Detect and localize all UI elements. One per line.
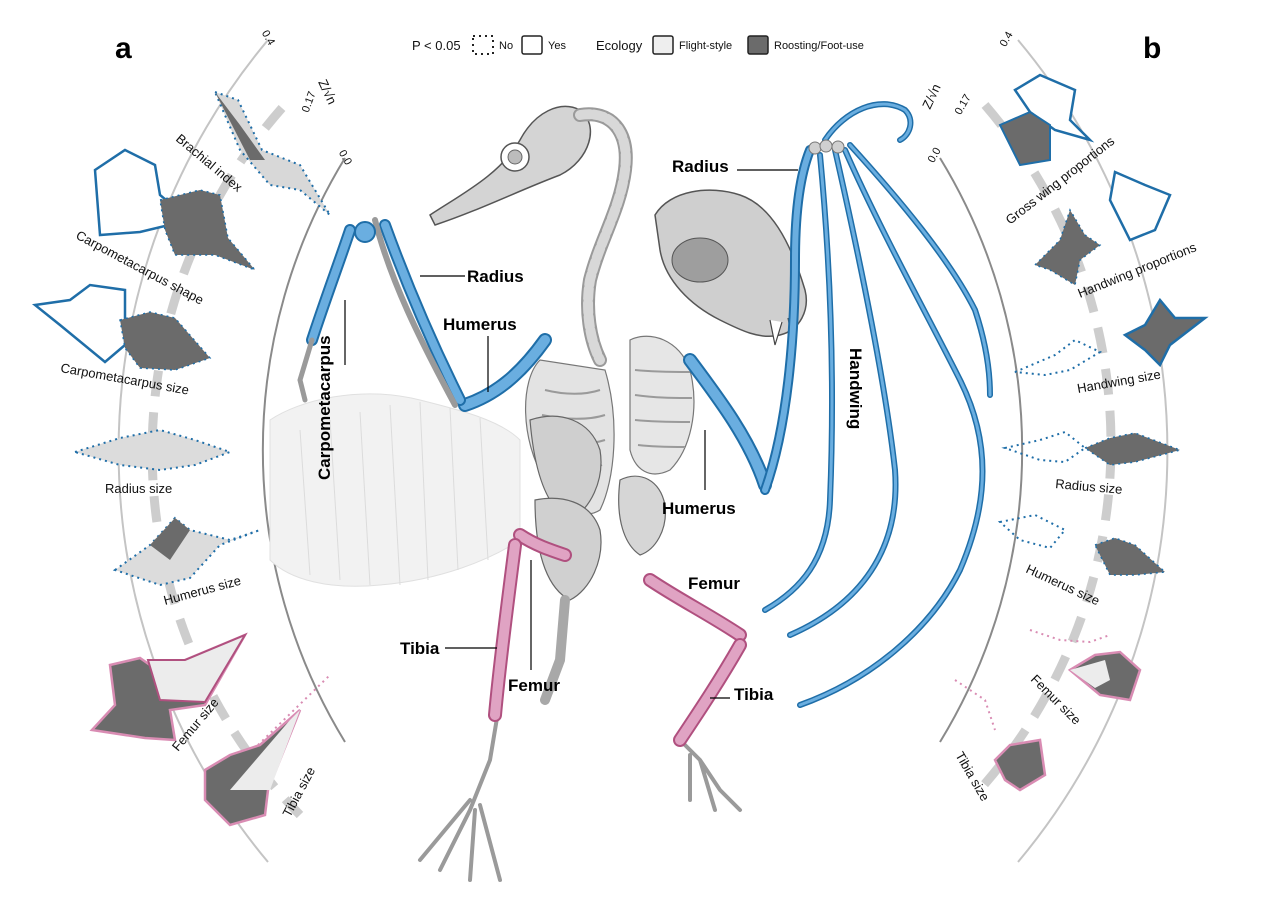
bat-trait-handwing-size: Handwing size — [1076, 367, 1162, 396]
bird-label-humerus: Humerus — [443, 315, 517, 334]
legend-ecology: Ecology — [596, 38, 643, 53]
stat-label-right: Z/√n — [919, 81, 944, 111]
legend-roost: Roosting/Foot-use — [774, 40, 864, 52]
legend-no-swatch — [472, 35, 494, 55]
bat-handwing-bones — [762, 142, 993, 708]
tick-mid-right: 0.17 — [953, 92, 974, 117]
legend-no: No — [499, 40, 513, 52]
bird-label-tibia: Tibia — [400, 639, 440, 658]
bird-label-radius: Radius — [467, 267, 524, 286]
bird-violins — [31, 90, 331, 827]
bat-violins — [954, 73, 1209, 792]
bird-trait-brachial-index: Brachial index — [173, 131, 246, 195]
bat-label-femur: Femur — [688, 574, 740, 593]
legend-yes: Yes — [548, 40, 566, 52]
tick-outer-left: 0.4 — [259, 28, 277, 47]
legend-flight-swatch — [652, 35, 674, 55]
bird-trait-radius-size: Radius size — [105, 481, 172, 496]
tick-outer-right: 0.4 — [998, 30, 1016, 49]
tick-inner-left: 0.0 — [336, 148, 354, 167]
legend-yes-swatch — [521, 35, 543, 55]
bat-label-handwing: Handwing — [846, 348, 865, 429]
bat-label-tibia: Tibia — [734, 685, 774, 704]
tick-mid-left: 0.17 — [300, 90, 319, 114]
legend-p-label: P < 0.05 — [412, 38, 461, 53]
legend: P < 0.05 No Yes Ecology Flight-style Roo… — [412, 35, 864, 55]
bat-label-radius: Radius — [672, 157, 729, 176]
bat-label-humerus: Humerus — [662, 499, 736, 518]
panel-letter-a: a — [115, 32, 132, 65]
tick-inner-right: 0.0 — [926, 146, 944, 165]
skeleton-illustration — [269, 101, 993, 882]
bat-trait-radius-size: Radius size — [1055, 476, 1123, 497]
panel-letter-b: b — [1143, 32, 1161, 65]
legend-flight: Flight-style — [679, 40, 732, 52]
bird-label-femur: Femur — [508, 676, 560, 695]
stat-label-left: Z/√n — [315, 77, 340, 107]
bird-label-cmc: Carpometacarpus — [315, 335, 334, 480]
bone-labels — [344, 169, 798, 699]
bat-skull — [654, 189, 807, 338]
legend-roost-swatch — [747, 35, 769, 55]
